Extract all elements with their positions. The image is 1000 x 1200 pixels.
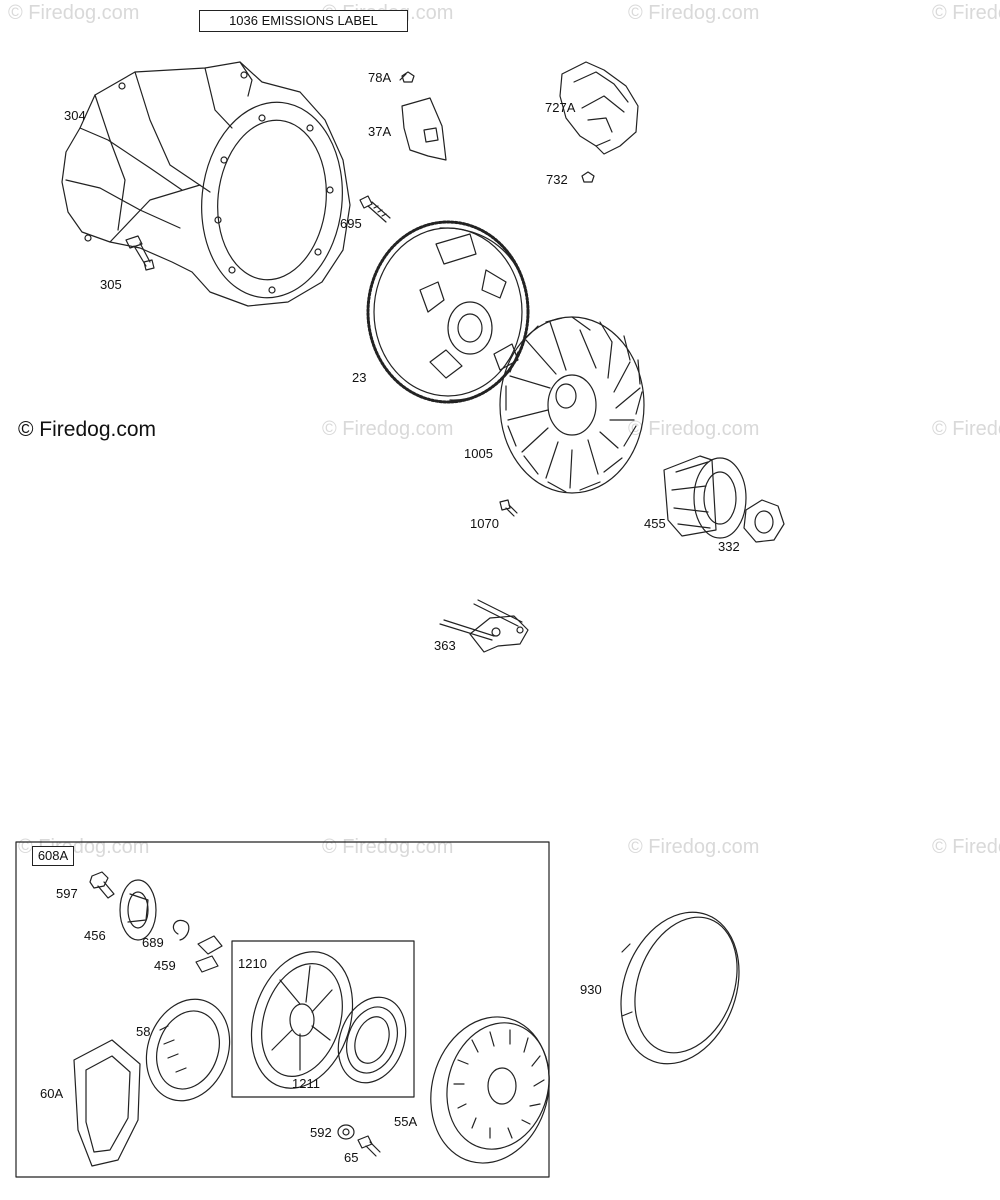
- part-label-689[interactable]: 689: [142, 935, 164, 950]
- seal-ring-930[interactable]: [601, 896, 760, 1081]
- screw-732[interactable]: [581, 171, 595, 183]
- cup-455[interactable]: [663, 455, 747, 539]
- part-label-78a[interactable]: 78A: [368, 70, 392, 85]
- handle-60a[interactable]: [73, 1039, 141, 1167]
- bolt-305[interactable]: [125, 235, 155, 271]
- kit-box-1210: [231, 940, 415, 1098]
- kit-box-608a: [15, 841, 550, 1178]
- part-label-58[interactable]: 58: [136, 1024, 151, 1039]
- part-label-1070[interactable]: 1070: [470, 516, 499, 531]
- dog-459[interactable]: [195, 935, 223, 973]
- part-label-732[interactable]: 732: [546, 172, 568, 187]
- bolt-695[interactable]: [359, 195, 391, 223]
- blower-housing-304[interactable]: [61, 61, 352, 307]
- washer-592[interactable]: [337, 1124, 355, 1140]
- screw-78a[interactable]: [399, 71, 415, 83]
- watermark: © Firedog.com: [932, 2, 1000, 24]
- part-label-455[interactable]: 455: [644, 516, 666, 531]
- bracket-363[interactable]: [439, 599, 529, 653]
- retainer-456[interactable]: [119, 879, 157, 941]
- part-label-23[interactable]: 23: [352, 370, 367, 385]
- screw-597[interactable]: [89, 871, 115, 899]
- watermark: © Firedog.com: [8, 2, 140, 24]
- fan-1005[interactable]: [499, 316, 645, 494]
- clip-689[interactable]: [172, 919, 190, 941]
- screw-65[interactable]: [357, 1135, 381, 1157]
- nut-332[interactable]: [743, 499, 785, 543]
- part-label-727a[interactable]: 727A: [545, 100, 576, 115]
- kit-label-608a: 608A: [32, 846, 74, 866]
- watermark: © Firedog.com: [932, 418, 1000, 440]
- flywheel-23[interactable]: [366, 220, 530, 404]
- part-label-60a[interactable]: 60A: [40, 1086, 64, 1101]
- part-label-37a[interactable]: 37A: [368, 124, 392, 139]
- emissions-label-box: 1036 EMISSIONS LABEL: [199, 10, 408, 32]
- part-label-597[interactable]: 597: [56, 886, 78, 901]
- brand-watermark: © Firedog.com: [18, 418, 157, 441]
- part-label-695[interactable]: 695: [340, 216, 362, 231]
- part-label-592[interactable]: 592: [310, 1125, 332, 1140]
- part-label-304[interactable]: 304: [64, 108, 86, 123]
- watermark: © Firedog.com: [628, 2, 760, 24]
- part-label-459[interactable]: 459: [154, 958, 176, 973]
- guard-37a[interactable]: [401, 97, 447, 161]
- part-label-930[interactable]: 930: [580, 982, 602, 997]
- spring-58[interactable]: [133, 987, 244, 1112]
- spring-1211[interactable]: [327, 988, 417, 1093]
- part-label-1211[interactable]: 1211: [292, 1076, 320, 1091]
- part-label-332[interactable]: 332: [718, 539, 740, 554]
- shield-727a[interactable]: [559, 61, 639, 155]
- part-label-363[interactable]: 363: [434, 638, 456, 653]
- part-label-305[interactable]: 305: [100, 277, 122, 292]
- starter-housing-55a[interactable]: [415, 1004, 565, 1177]
- part-label-1210[interactable]: 1210: [238, 956, 267, 971]
- watermark: © Firedog.com: [322, 418, 454, 440]
- part-label-65[interactable]: 65: [344, 1150, 359, 1165]
- screw-1070[interactable]: [499, 499, 518, 517]
- part-label-55a[interactable]: 55A: [394, 1114, 418, 1129]
- watermark: © Firedog.com: [932, 836, 1000, 858]
- watermark: © Firedog.com: [628, 836, 760, 858]
- pulley-1210[interactable]: [235, 939, 370, 1102]
- part-label-456[interactable]: 456: [84, 928, 106, 943]
- part-label-1005[interactable]: 1005: [464, 446, 493, 461]
- watermark: © Firedog.com: [628, 418, 760, 440]
